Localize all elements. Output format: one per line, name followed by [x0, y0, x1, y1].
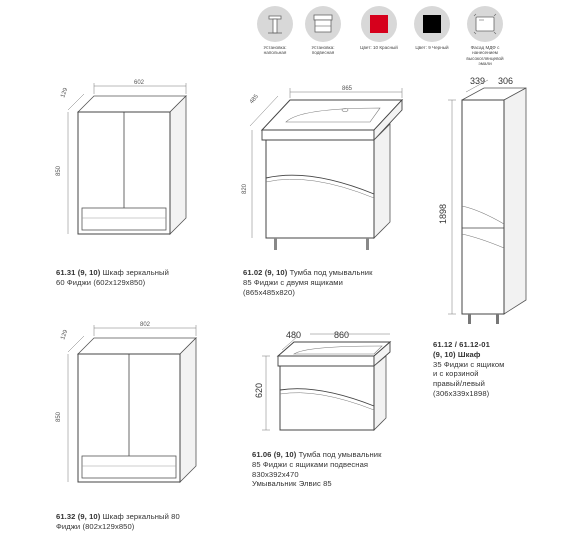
product-code: 61.12 / 61.12-01: [433, 340, 490, 349]
product-line: 85 Фиджи с ящиками подвесная: [252, 459, 369, 469]
product-line: Шкаф зеркальный 80: [100, 512, 180, 521]
product-code: 61.32 (9, 10): [56, 512, 101, 521]
width-dim: 802: [140, 322, 151, 328]
product-line: (9, 10) Шкаф: [433, 349, 481, 359]
icon-label: Цвет: 10 Красный: [360, 45, 398, 50]
height-dim: 620: [254, 383, 264, 398]
product-line: 85 Фиджи с двумя ящиками: [243, 277, 343, 287]
height-dim: 850: [56, 165, 62, 176]
product-line: Тумба под умывальник: [296, 450, 382, 459]
product-line: и с корзиной: [433, 369, 479, 379]
product-line: 60 Фиджи (602х129х850): [56, 277, 146, 287]
height-dim: 850: [56, 411, 62, 422]
red-swatch: [370, 15, 388, 33]
product-code: 61.06 (9, 10): [252, 450, 297, 459]
caption-61-06: 61.06 (9, 10) Тумба под умывальник 85 Фи…: [252, 450, 427, 489]
icon-label: Установка: подвесная: [311, 45, 335, 56]
icon-label: Фасад МДФ с нанесением высокоглянцевой э…: [466, 45, 504, 67]
product-line: Тумба под умывальник: [287, 268, 373, 277]
caption-61-31: 61.31 (9, 10) Шкаф зеркальный 60 Фиджи (…: [56, 268, 206, 288]
drawing-61-02: 865 485 820: [242, 86, 404, 250]
product-line: (306х339х1898): [433, 388, 490, 398]
depth-dim: 480: [286, 330, 301, 340]
width-dim: 860: [334, 330, 349, 340]
height-dim: 820: [242, 183, 248, 194]
product-line: (865х485х820): [243, 287, 295, 297]
product-code: 61.31 (9, 10): [56, 268, 101, 277]
product-line: Фиджи (802х129х850): [56, 521, 135, 531]
width-dim: 865: [342, 86, 353, 92]
depth-dim: 339: [470, 76, 485, 86]
icon-label: Установка: напольная: [263, 45, 287, 56]
height-dim: 1898: [438, 204, 448, 224]
product-code: 61.02 (9, 10): [243, 268, 288, 277]
product-line: Шкаф зеркальный: [100, 268, 169, 277]
product-line: правый/левый: [433, 379, 485, 389]
depth-dim: 485: [249, 93, 260, 105]
depth-dim: 129: [60, 329, 69, 341]
product-line: Умывальник Элвис 85: [252, 479, 332, 489]
product-line: 35 Фиджи с ящиком: [433, 359, 505, 369]
drawing-61-31: 602 129 850: [56, 80, 187, 235]
product-line: 830х392х470: [252, 469, 299, 479]
caption-61-32: 61.32 (9, 10) Шкаф зеркальный 80 Фиджи (…: [56, 512, 216, 532]
icon-label: Цвет: 9 Черный: [415, 45, 449, 50]
caption-61-02: 61.02 (9, 10) Тумба под умывальник 85 Фи…: [243, 268, 413, 297]
black-swatch: [423, 15, 441, 33]
feature-icons-row: Установка: напольная Установка: подвесна…: [246, 6, 516, 68]
drawing-61-32: 802 129 850: [56, 322, 197, 483]
width-dim: 602: [134, 80, 145, 86]
width-dim: 306: [498, 76, 513, 86]
drawing-61-06: 480 860 620: [254, 330, 392, 431]
drawing-61-12: 339 306 1898: [438, 76, 527, 324]
depth-dim: 129: [60, 87, 69, 99]
caption-61-12: 61.12 / 61.12-01 (9, 10) Шкаф 35 Фиджи с…: [433, 340, 553, 399]
